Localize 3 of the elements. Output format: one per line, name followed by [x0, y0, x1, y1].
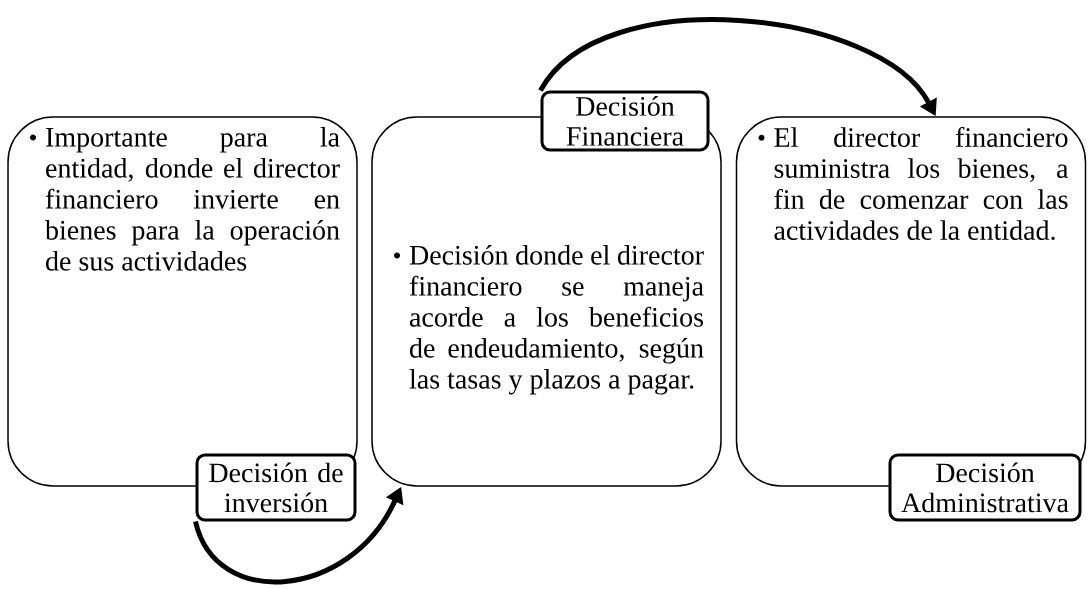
label-box: Decisión Financiera — [540, 90, 710, 152]
label-box: Decisión de inversión — [195, 453, 357, 522]
label-box: Decisión Administrativa — [888, 453, 1082, 522]
